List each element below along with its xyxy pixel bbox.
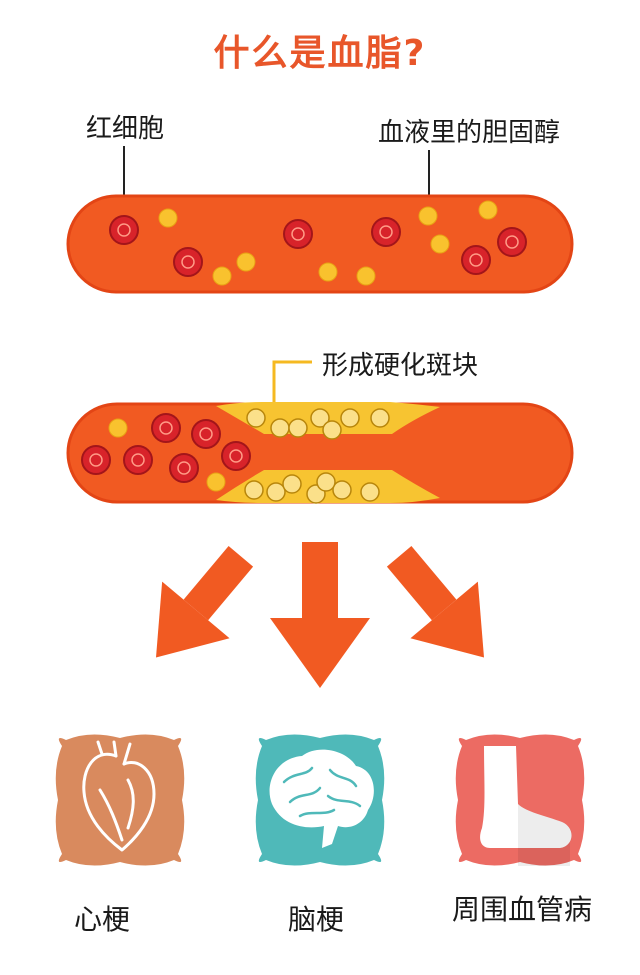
peripheral-vascular-disease-label: 周围血管病 <box>452 893 593 926</box>
red-blood-cell-center <box>469 253 483 267</box>
red-blood-cell <box>123 445 153 475</box>
red-blood-cell <box>109 215 139 245</box>
cholesterol-particle <box>340 408 360 428</box>
cholesterol-particle <box>206 472 226 492</box>
left-arrow <box>156 546 254 658</box>
red-blood-cell-center <box>181 255 195 269</box>
red-blood-cell-center <box>131 453 145 467</box>
cholesterol-particle <box>236 252 256 272</box>
healthy-vessel-particles <box>109 200 527 286</box>
cholesterol-particle <box>266 482 286 502</box>
cholesterol-label: 血液里的胆固醇 <box>378 118 561 148</box>
red-blood-cell-center <box>505 235 519 249</box>
red-blood-cell <box>191 419 221 449</box>
red-blood-cell-center <box>199 427 213 441</box>
red-blood-cell-center <box>177 461 191 475</box>
cholesterol-particle <box>322 420 342 440</box>
red-blood-cell-center <box>117 223 131 237</box>
plaque-label: 形成硬化斑块 <box>322 351 479 381</box>
cholesterol-particle <box>158 208 178 228</box>
page-title: 什么是血脂? <box>213 33 427 74</box>
outcome-arrows <box>156 542 484 688</box>
red-blood-cell-center <box>379 225 393 239</box>
red-blood-cell-center <box>89 453 103 467</box>
narrowed-vessel-particles <box>81 408 390 504</box>
cholesterol-particle <box>270 418 290 438</box>
cholesterol-particle <box>430 234 450 254</box>
right-arrow <box>386 546 484 658</box>
red-blood-cell <box>169 453 199 483</box>
cholesterol-particle <box>316 472 336 492</box>
cholesterol-particle <box>478 200 498 220</box>
heart-icon <box>55 734 185 866</box>
cholesterol-particle <box>212 266 232 286</box>
cholesterol-particle <box>288 418 308 438</box>
center-arrow <box>270 542 370 688</box>
cholesterol-particle <box>282 474 302 494</box>
red-blood-cell <box>371 217 401 247</box>
cholesterol-particle <box>360 482 380 502</box>
red-blood-cell <box>81 445 111 475</box>
cholesterol-particle <box>310 408 330 428</box>
red-blood-cell <box>151 413 181 443</box>
cholesterol-particle <box>244 480 264 500</box>
cholesterol-particle <box>356 266 376 286</box>
cholesterol-particle <box>318 262 338 282</box>
red-blood-cell <box>283 219 313 249</box>
cholesterol-particle <box>418 206 438 226</box>
brain-icon <box>255 734 385 866</box>
red-blood-cell <box>461 245 491 275</box>
cholesterol-particle <box>370 408 390 428</box>
red-blood-cell-center <box>159 421 173 435</box>
cholesterol-particle <box>246 408 266 428</box>
cholesterol-particle <box>332 480 352 500</box>
red-blood-cell <box>173 247 203 277</box>
red-blood-cell-center <box>229 449 243 463</box>
plaque-leader-line <box>272 360 312 404</box>
red-blood-cell <box>221 441 251 471</box>
stroke-label: 脑梗 <box>288 903 345 936</box>
red-blood-cell-label: 红细胞 <box>86 114 165 144</box>
heart-attack-label: 心梗 <box>74 903 131 936</box>
cholesterol-particle <box>108 418 128 438</box>
foot-icon <box>455 734 585 866</box>
red-blood-cell <box>497 227 527 257</box>
red-blood-cell-center <box>291 227 305 241</box>
